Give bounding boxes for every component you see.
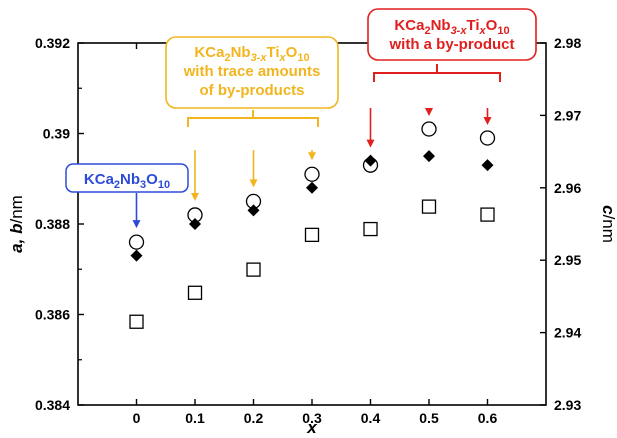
axis-tick-labels: 0 0.1 0.2 0.3 0.4 0.5 0.6 0.384 0.386 0.388 0.39 0.… (35, 35, 582, 426)
y-axis-right-label: c/nm (599, 205, 617, 243)
annotation-text-part: O (286, 44, 298, 61)
marker-filled-diamond (306, 181, 318, 194)
annotation-text-part: 10 (158, 179, 170, 191)
annotation-text-part: KCa (394, 17, 425, 34)
x-tick-label: 0 (133, 410, 141, 426)
y-right-tick-label: 2.97 (554, 107, 581, 123)
annotation-text-part: x (479, 25, 487, 37)
x-axis-label: x (306, 418, 318, 437)
marker-open-circle (128, 234, 145, 250)
marker-filled-diamond (130, 249, 143, 262)
annotation-box-pure (65, 163, 189, 193)
x-tick-label: 0.3 (302, 410, 322, 426)
annotation-text-part: x (279, 52, 287, 64)
annotation-text-part: 10 (297, 52, 309, 64)
marker-open-square (421, 199, 437, 214)
x-tick-label: 0.5 (419, 410, 439, 426)
annotation-text-part: 2 (114, 179, 120, 191)
y-axis-left-label: a, b/nm (7, 195, 26, 253)
annotation-text-part: 3-x (451, 25, 468, 37)
annotation-text-part: 2 (224, 52, 230, 64)
marker-open-square (480, 207, 495, 222)
x-tick-label: 0.6 (478, 410, 498, 426)
annotation-text-part: 3-x (251, 52, 268, 64)
annotation-box-byproduct (367, 8, 537, 61)
marker-filled-diamond (189, 218, 201, 230)
annotation-text-part: 3 (140, 179, 146, 191)
marker-open-square (187, 285, 203, 300)
x-tick-label: 0.1 (185, 410, 205, 426)
annotation-text-part: Ti (466, 17, 479, 34)
annotation-arrow-head (308, 152, 316, 161)
annotation-arrow-head (425, 107, 433, 116)
marker-open-circle (479, 130, 496, 146)
annotation-text-part: with a by-product (389, 36, 515, 53)
marker-filled-diamond (423, 150, 435, 163)
annotation-text-part: KCa (194, 44, 225, 61)
annotation-arrow-head (132, 220, 141, 229)
axis-titles: x a, b/nm c/nm (7, 195, 617, 437)
marker-open-circle (421, 121, 437, 137)
data-markers (128, 121, 496, 329)
y-right-tick-label: 2.96 (554, 180, 581, 196)
marker-filled-diamond (247, 204, 260, 217)
marker-filled-diamond (481, 159, 494, 172)
y-left-tick-label: 0.386 (35, 307, 70, 323)
y-left-tick-label: 0.392 (35, 35, 70, 51)
annotation-arrow-head (483, 117, 492, 126)
marker-open-square (363, 221, 378, 237)
annotation-arrow-head (249, 179, 258, 188)
bracket-trace (187, 110, 319, 127)
annotation-text-part: 2 (424, 25, 430, 37)
annotation-text-part: O (486, 17, 498, 34)
y-left-tick-label: 0.384 (35, 397, 70, 413)
annotation-text-part: with trace amounts (183, 63, 321, 80)
annotation-text-part: Ti (266, 44, 279, 61)
annotation-arrow-head (191, 192, 199, 201)
x-tick-label: 0.4 (361, 410, 381, 426)
annotation-text-part: Nb (231, 44, 251, 61)
annotation-text-part: Nb (120, 171, 140, 188)
y-left-tick-label: 0.388 (35, 216, 70, 232)
annotation-text-part: Nb (431, 17, 451, 34)
y-right-tick-label: 2.93 (554, 397, 581, 413)
y-right-tick-label: 2.98 (554, 35, 581, 51)
annotation-box-trace (165, 36, 339, 109)
annotation-text-part: 10 (497, 25, 509, 37)
marker-open-square (246, 262, 261, 277)
x-tick-label: 0.2 (244, 410, 264, 426)
y-right-tick-label: 2.95 (554, 252, 581, 268)
marker-open-circle (304, 166, 320, 182)
y-left-tick-label: 0.39 (43, 126, 70, 142)
bracket-byproduct (373, 64, 501, 82)
annotation-text-pure: KCa2Nb3O10 (84, 171, 170, 191)
marker-open-square (304, 227, 320, 243)
annotation-arrow-head (366, 139, 375, 148)
annotation-arrows (132, 107, 492, 229)
annotation-text-part: O (146, 171, 158, 188)
marker-open-square (129, 314, 144, 329)
annotation-text-part: of by-products (200, 82, 305, 99)
annotation-text-part: KCa (84, 171, 115, 188)
y-right-tick-label: 2.94 (554, 325, 581, 341)
marker-filled-diamond (364, 154, 377, 167)
